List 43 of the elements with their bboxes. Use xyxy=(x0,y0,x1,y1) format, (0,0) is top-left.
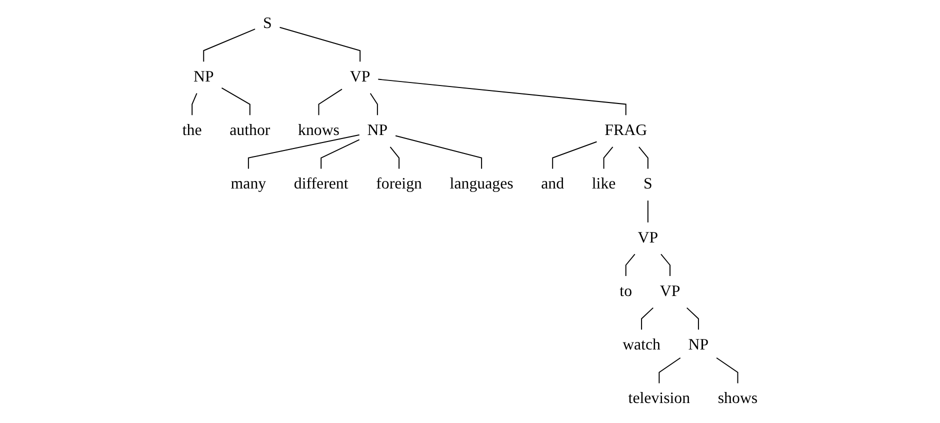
connector xyxy=(279,26,361,62)
node-text: NP xyxy=(688,336,709,354)
connector xyxy=(378,78,626,116)
connector xyxy=(318,88,342,116)
node-text: foreign xyxy=(376,176,422,193)
node-text: author xyxy=(230,122,270,140)
connector xyxy=(320,139,360,170)
node-text: television xyxy=(628,390,690,408)
node-text: and xyxy=(541,176,564,193)
node-text: VP xyxy=(350,68,370,86)
node-text: like xyxy=(592,176,616,193)
node-text: shows xyxy=(718,390,758,408)
node-text: VP xyxy=(638,229,658,246)
connector xyxy=(203,28,256,62)
connector xyxy=(248,134,360,170)
node-text: FRAG xyxy=(604,122,648,140)
connector xyxy=(686,307,699,330)
connector xyxy=(647,200,648,223)
node-text: many xyxy=(230,176,266,193)
node-text: languages xyxy=(450,176,514,193)
connector xyxy=(638,146,648,170)
node-text: different xyxy=(294,176,348,193)
connector xyxy=(658,357,681,384)
node-text: NP xyxy=(193,68,214,86)
connector xyxy=(370,92,378,116)
connector xyxy=(395,135,482,170)
connector xyxy=(603,146,614,170)
node-text: to xyxy=(620,282,632,300)
node-text: VP xyxy=(660,282,680,300)
connector xyxy=(192,92,198,116)
node-text: watch xyxy=(622,336,660,354)
connector xyxy=(641,307,654,330)
node-text: NP xyxy=(367,122,388,140)
node-text: S xyxy=(644,176,652,193)
connector xyxy=(390,146,400,170)
connector xyxy=(716,357,738,384)
node-text: knows xyxy=(298,122,340,140)
node-text: the xyxy=(182,122,202,140)
connector xyxy=(660,254,670,277)
node-text: S xyxy=(262,14,272,32)
connector xyxy=(552,141,598,170)
connector xyxy=(625,254,636,277)
connector xyxy=(221,87,250,116)
